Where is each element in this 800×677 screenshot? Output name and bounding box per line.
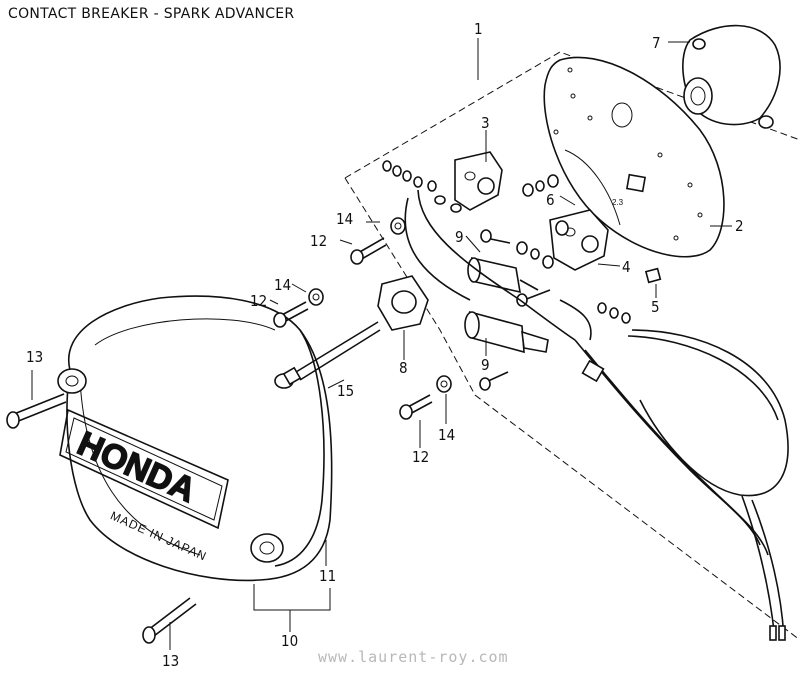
callout-12-c: 12: [412, 448, 429, 466]
condenser-9-a: [467, 256, 539, 294]
callout-13-b: 13: [162, 652, 179, 670]
callout-11: 11: [319, 567, 336, 585]
washer-14-b: [308, 288, 324, 306]
screw-12-a: [350, 237, 387, 265]
callout-14-c: 14: [438, 426, 455, 444]
watermark: www.laurent-roy.com: [318, 648, 509, 666]
washer-14-a: [390, 217, 406, 235]
long-screw-15: [282, 321, 381, 386]
callout-14-a: 14: [336, 210, 353, 228]
callout-10: 10: [281, 632, 298, 650]
assembly-boundary-left: [344, 177, 800, 641]
callout-15: 15: [337, 382, 354, 400]
washer-14-c: [436, 375, 452, 393]
callout-1: 1: [474, 20, 483, 38]
condenser-9-b: [464, 310, 549, 354]
screw-13-a: [6, 393, 67, 429]
callout-9-b: 9: [481, 356, 490, 374]
callout-12-a: 12: [310, 232, 327, 250]
base-plate: 2.3: [543, 56, 725, 258]
point-cover: HONDA MADE IN JAPAN: [57, 295, 333, 582]
callout-8: 8: [399, 359, 408, 377]
screw-13-b: [142, 597, 197, 644]
screw-12-c: [399, 394, 433, 420]
contact-breaker-3: [434, 151, 503, 213]
callout-14-b: 14: [274, 276, 291, 294]
callout-2: 2: [735, 217, 744, 235]
diagram-title: CONTACT BREAKER - SPARK ADVANCER: [8, 6, 295, 22]
spark-advancer: [682, 24, 781, 129]
callout-7: 7: [652, 34, 661, 52]
callout-5: 5: [651, 298, 660, 316]
leader-lines: [31, 38, 732, 650]
callout-6: 6: [546, 191, 555, 209]
nut-8: [377, 275, 429, 331]
wiring-harness: [404, 189, 789, 641]
plate-mark: 2.3: [612, 198, 624, 207]
callout-4: 4: [622, 258, 631, 276]
contact-breaker-4: [549, 209, 609, 271]
callout-12-b: 12: [250, 292, 267, 310]
screw-12-b: [273, 301, 309, 328]
callout-3: 3: [481, 114, 490, 132]
callout-13-a: 13: [26, 348, 43, 366]
callout-9-a: 9: [455, 228, 464, 246]
